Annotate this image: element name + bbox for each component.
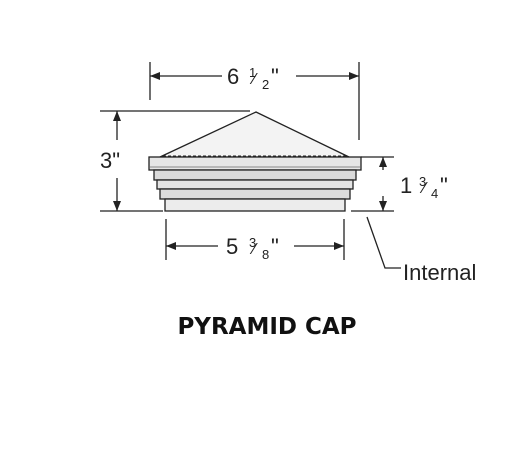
cap-molding-upper xyxy=(153,169,357,181)
arrowhead-left xyxy=(150,72,160,80)
top-width-label: 6 1 ⁄ 2 " xyxy=(227,57,279,94)
arrowhead-bottom xyxy=(379,201,387,211)
cap-molding-lower xyxy=(159,188,351,200)
internal-callout-label: Internal xyxy=(403,260,476,285)
arrowhead-left xyxy=(166,242,176,250)
pyramid-roof xyxy=(159,111,350,158)
overall-height-label: 3" xyxy=(100,148,120,173)
arrowhead-top xyxy=(379,157,387,167)
arrowhead-bottom xyxy=(113,201,121,211)
cap-top-slab xyxy=(148,156,362,171)
cap-molding-middle xyxy=(156,179,354,190)
arrowhead-right xyxy=(334,242,344,250)
top-width-dimension xyxy=(149,62,360,140)
cap-height-label: 1 3 ⁄ 4 " xyxy=(400,166,448,203)
bottom-width-label: 5 3 ⁄ 8 " xyxy=(226,227,279,264)
arrowhead-right xyxy=(349,72,359,80)
pyramid-cap-body xyxy=(148,111,362,212)
overall-height-dimension xyxy=(100,110,250,212)
internal-leader-line xyxy=(366,216,401,269)
cap-height-dimension xyxy=(351,156,394,212)
bottom-width-dimension xyxy=(165,219,345,260)
arrowhead-top xyxy=(113,111,121,121)
cap-base-insert xyxy=(164,198,346,212)
diagram-title: PYRAMID CAP xyxy=(177,314,356,340)
